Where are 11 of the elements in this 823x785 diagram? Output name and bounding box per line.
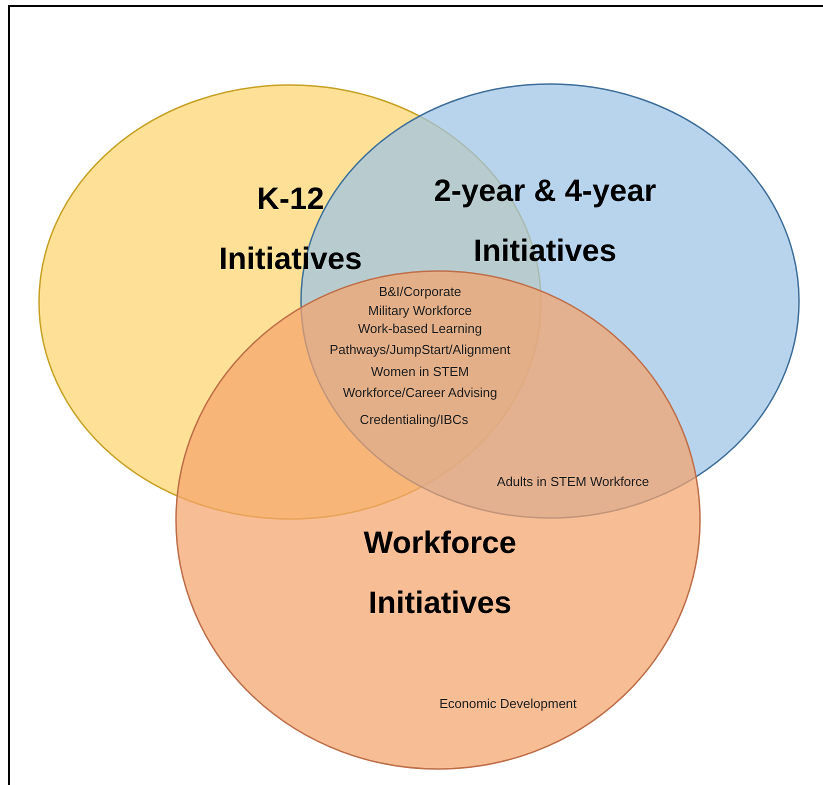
region-label: Economic Development — [439, 696, 577, 711]
region-label: Military Workforce — [368, 303, 472, 318]
set-heading: 2-year & 4-year Initiatives — [432, 172, 658, 270]
set-heading: Workforce Initiatives — [362, 524, 518, 622]
region-label: Women in STEM — [371, 364, 469, 379]
region-label: Work-based Learning — [358, 321, 482, 336]
region-label: B&I/Corporate — [378, 284, 462, 299]
region-label: Adults in STEM Workforce — [496, 474, 650, 489]
region-label: Workforce/Career Advising — [342, 385, 498, 400]
region-label: Pathways/JumpStart/Alignment — [330, 342, 510, 357]
region-label: Credentialing/IBCs — [360, 412, 468, 427]
